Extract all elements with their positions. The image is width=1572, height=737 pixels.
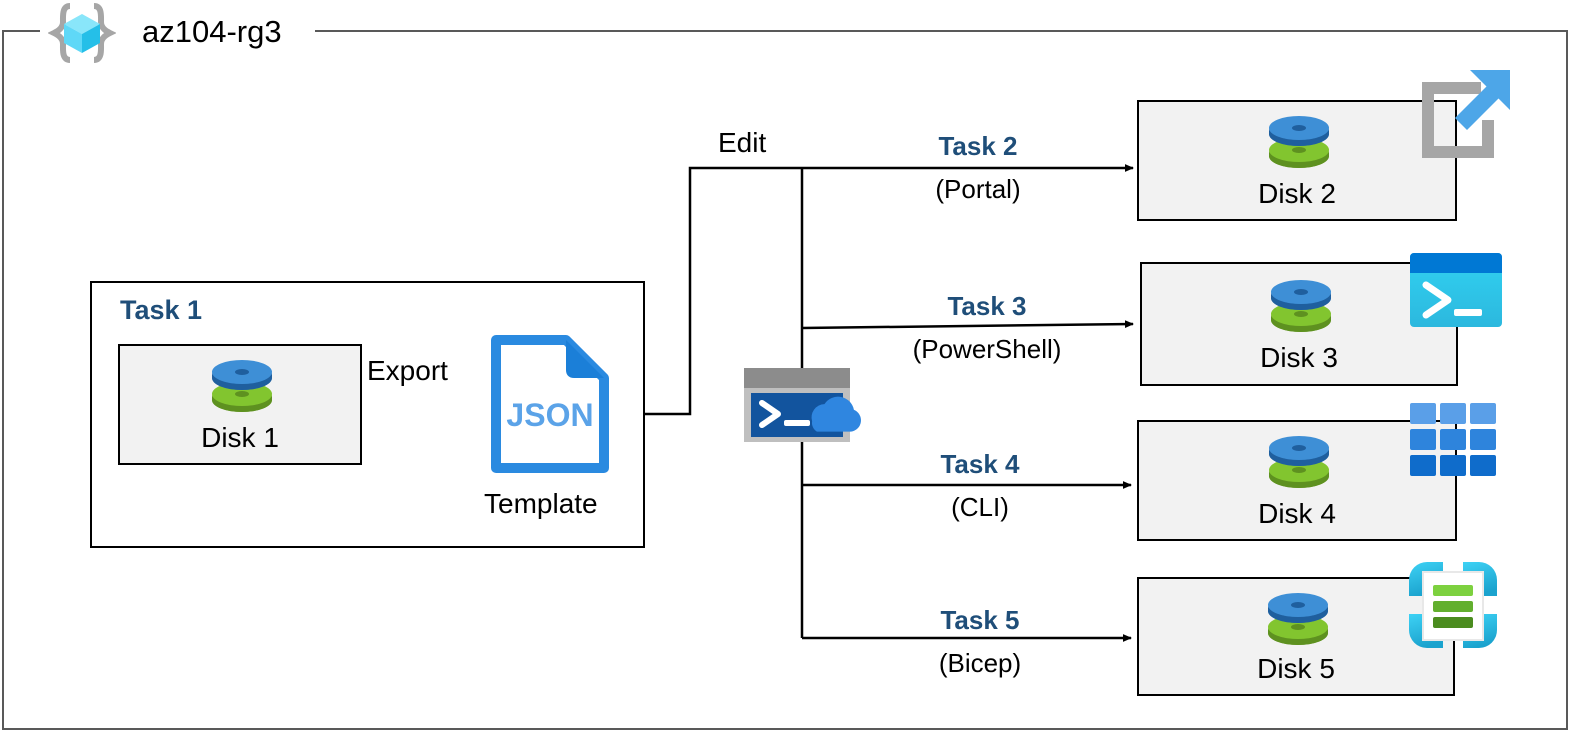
task5-label: Task 5: [940, 605, 1020, 635]
resource-group-title: az104-rg3: [142, 14, 282, 49]
disk-icon: [1268, 593, 1328, 645]
disk-card-label: Disk 3: [1260, 342, 1338, 373]
resource-group-frame: [2, 30, 1568, 730]
task2-tool-label: (Portal): [935, 174, 1021, 204]
disk5-card[interactable]: Disk 5: [1137, 577, 1455, 696]
task1-label: Task 1: [120, 295, 203, 325]
cli-grid-icon: [1410, 403, 1496, 476]
disk-card-label: Disk 2: [1258, 178, 1336, 209]
resource-group-cube-icon: [48, 3, 116, 63]
task3-tool-label: (PowerShell): [912, 334, 1062, 364]
task3-label: Task 3: [947, 291, 1027, 321]
disk-card-label: Disk 1: [201, 422, 279, 453]
task4-label: Task 4: [940, 449, 1020, 479]
edit-label: Edit: [718, 127, 767, 158]
json-file-icon: JSON: [491, 335, 609, 473]
task2-label: Task 2: [938, 131, 1018, 161]
export-label: Export: [367, 355, 448, 386]
disk-icon: [1269, 436, 1329, 488]
template-caption: Template: [484, 488, 598, 519]
disk-card-label: Disk 4: [1258, 498, 1336, 529]
disk2-card[interactable]: Disk 2: [1137, 100, 1457, 221]
disk-icon: [212, 360, 272, 412]
bicep-document-icon: [1409, 562, 1497, 648]
task5-tool-label: (Bicep): [938, 648, 1022, 678]
disk4-card[interactable]: Disk 4: [1137, 420, 1457, 541]
disk1-card[interactable]: Disk 1: [118, 344, 362, 465]
disk-icon: [1269, 116, 1329, 168]
disk-icon: [1271, 280, 1331, 332]
task4-tool-label: (CLI): [951, 492, 1009, 522]
portal-external-link-icon: [1422, 70, 1510, 158]
disk3-card[interactable]: Disk 3: [1140, 262, 1458, 386]
powershell-terminal-icon: [1410, 253, 1502, 327]
disk-card-label: Disk 5: [1257, 653, 1335, 684]
cloud-shell-icon: [744, 368, 861, 442]
json-file-type: JSON: [506, 397, 593, 433]
